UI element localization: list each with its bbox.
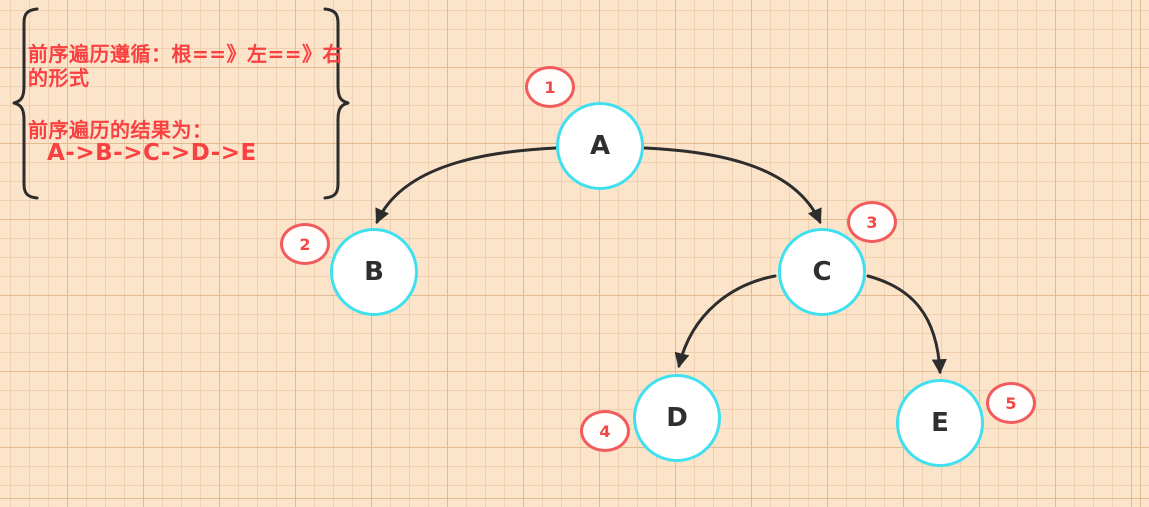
annotation-result-label: 前序遍历的结果为：: [28, 118, 213, 142]
tree-node-d: D: [633, 374, 721, 462]
visit-order-badge-3-number: 3: [866, 212, 878, 232]
tree-node-a-label: A: [589, 131, 611, 161]
annotation-rule-line-2: 的形式: [28, 66, 90, 90]
visit-order-badge-5: 5: [986, 382, 1036, 424]
annotation-rule-line-1: 前序遍历遵循：根==》左==》右: [28, 42, 344, 66]
edge-a-to-b: [375, 146, 558, 225]
tree-node-e: E: [896, 379, 984, 467]
visit-order-badge-1: 1: [525, 66, 575, 108]
edge-a-to-c: [643, 146, 822, 225]
tree-node-a: A: [556, 102, 644, 190]
left-curly-brace-icon: [12, 7, 39, 200]
tree-node-c-label: C: [812, 257, 832, 287]
edge-c-to-e: [866, 274, 947, 375]
visit-order-badge-3: 3: [847, 201, 897, 243]
visit-order-badge-4-number: 4: [599, 421, 611, 441]
visit-order-badge-4: 4: [580, 410, 630, 452]
edge-c-to-d: [674, 274, 777, 369]
annotation-result-sequence: A->B->C->D->E: [47, 140, 257, 166]
tree-node-c: C: [778, 228, 866, 316]
visit-order-badge-2-number: 2: [299, 234, 311, 254]
tree-node-e-label: E: [931, 408, 949, 438]
tree-node-b: B: [330, 228, 418, 316]
visit-order-badge-2: 2: [280, 223, 330, 265]
visit-order-badge-5-number: 5: [1005, 393, 1017, 413]
tree-node-b-label: B: [364, 257, 384, 287]
visit-order-badge-1-number: 1: [544, 77, 556, 97]
tree-node-d-label: D: [666, 403, 688, 433]
right-curly-brace-icon: [323, 7, 350, 200]
